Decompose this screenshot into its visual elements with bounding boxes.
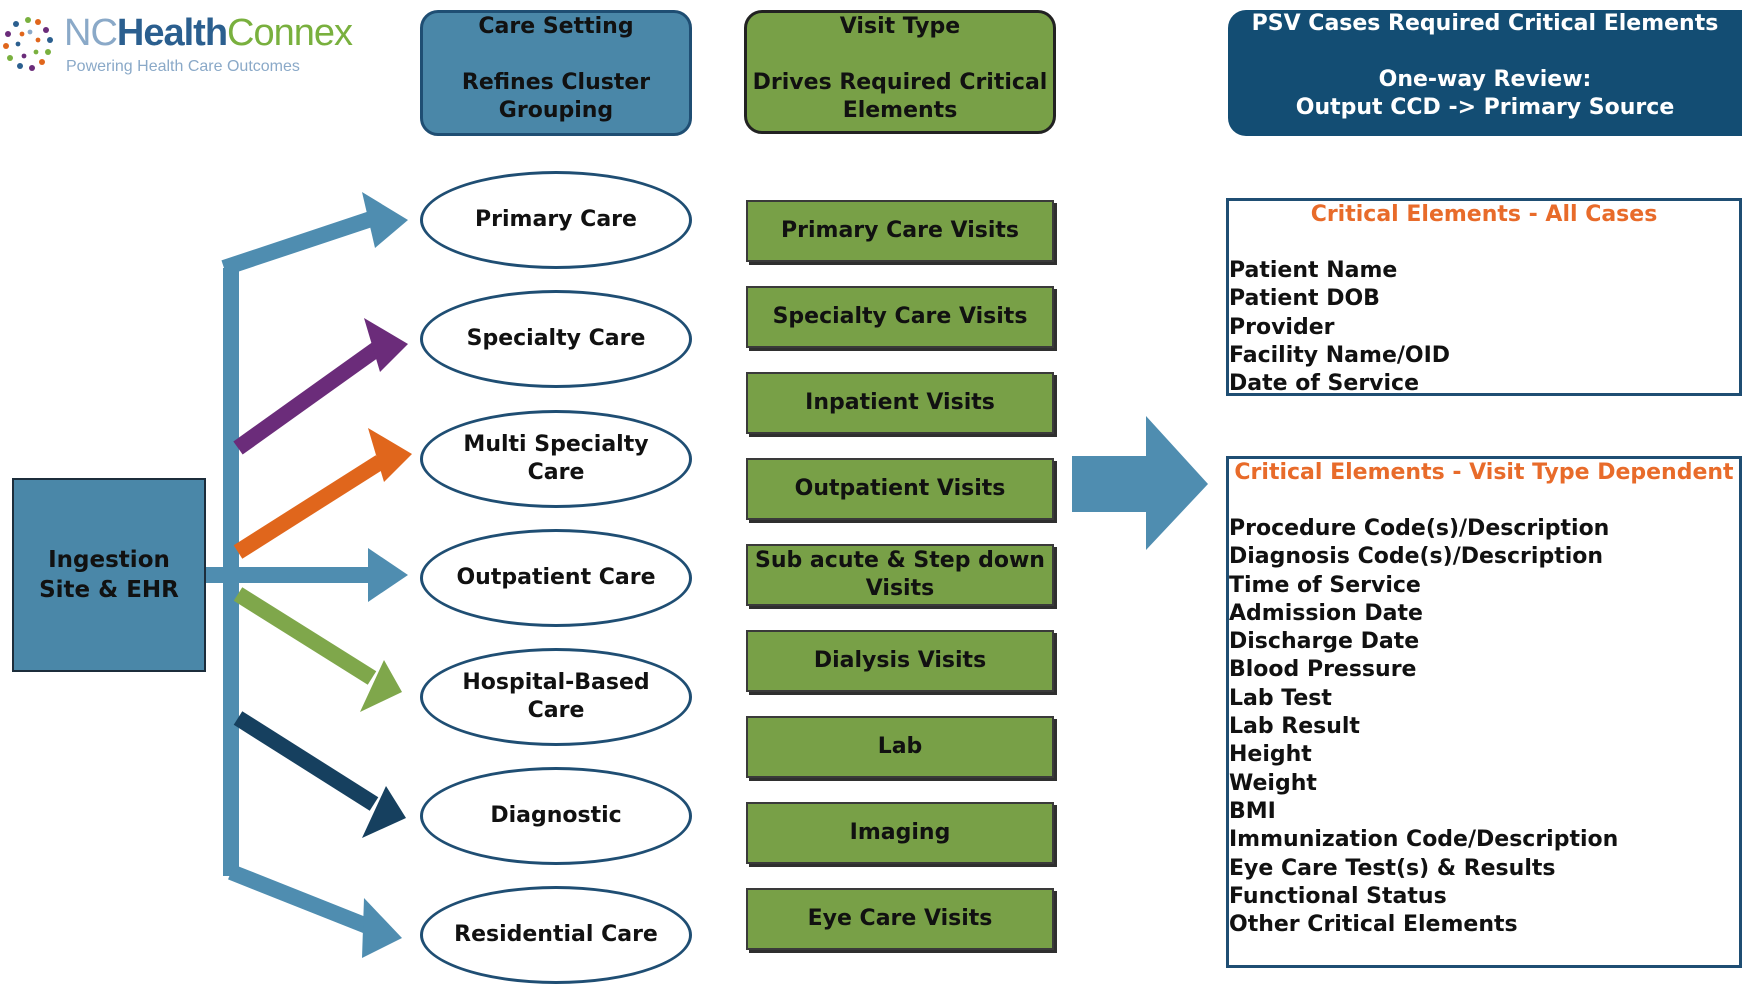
care-setting-multi-specialty: Multi Specialty Care — [420, 410, 692, 508]
arrow-primary-head — [362, 192, 408, 248]
visit-type-inpatient: Inpatient Visits — [746, 372, 1054, 434]
psv-subtitle-line2: Output CCD -> Primary Source — [1295, 95, 1675, 120]
arrow-diagnostic-head — [362, 786, 406, 838]
list-item: Provider — [1229, 314, 1335, 340]
visit-type-subtitle: Drives Required Critical Elements — [752, 70, 1048, 123]
care-setting-primary: Primary Care — [420, 171, 692, 269]
critical-dependent-title: Critical Elements - Visit Type Dependent — [1234, 460, 1734, 485]
arrow-hospital-shaft — [233, 587, 377, 685]
list-item: Diagnosis Code(s)/Description — [1229, 544, 1604, 570]
list-item: Height — [1229, 742, 1312, 768]
visit-type-specialty-care: Specialty Care Visits — [746, 286, 1054, 348]
visit-type-dialysis: Dialysis Visits — [746, 630, 1054, 692]
arrow-specialty-shaft — [233, 341, 383, 455]
list-item: Time of Service — [1229, 572, 1421, 598]
care-setting-outpatient: Outpatient Care — [420, 529, 692, 627]
care-setting-title: Care Setting — [478, 14, 634, 39]
psv-subtitle-line1: One-way Review: — [1378, 67, 1592, 92]
care-setting-diagnostic: Diagnostic — [420, 767, 692, 865]
arrow-outpatient-head — [368, 548, 408, 602]
logo-wordmark: NCHealthConnex — [64, 12, 353, 55]
visit-type-outpatient: Outpatient Visits — [746, 458, 1054, 520]
list-item: Patient Name — [1229, 258, 1398, 283]
list-item: Functional Status — [1229, 883, 1447, 909]
critical-elements-dependent-panel: Critical Elements - Visit Type Dependent… — [1226, 456, 1742, 968]
list-item: Procedure Code(s)/Description — [1229, 516, 1610, 541]
logo-tagline: Powering Health Care Outcomes — [66, 58, 300, 75]
list-item: Immunization Code/Description — [1229, 827, 1619, 853]
list-item: Lab Test — [1229, 685, 1332, 711]
visit-type-header: Visit Type Drives Required Critical Elem… — [744, 10, 1056, 134]
visit-type-primary-care: Primary Care Visits — [746, 200, 1054, 262]
logo-dots-icon — [3, 17, 53, 71]
critical-elements-all-panel: Critical Elements - All Cases Patient Na… — [1226, 198, 1742, 396]
ingestion-site-box: Ingestion Site & EHR — [12, 478, 206, 672]
psv-title: PSV Cases Required Critical Elements — [1251, 11, 1719, 36]
arrow-residential-shaft — [228, 864, 375, 936]
arrow-diagnostic-shaft — [233, 711, 379, 811]
list-item: Blood Pressure — [1229, 657, 1417, 683]
arrow-multi-head — [368, 428, 412, 482]
arrow-hospital-head — [360, 660, 402, 712]
psv-header: PSV Cases Required Critical Elements One… — [1228, 10, 1742, 136]
critical-all-title: Critical Elements - All Cases — [1310, 202, 1658, 227]
list-item: Patient DOB — [1229, 286, 1380, 312]
care-setting-residential: Residential Care — [420, 886, 692, 984]
visit-type-eye-care: Eye Care Visits — [746, 888, 1054, 950]
list-item: Admission Date — [1229, 600, 1423, 626]
logo-health: Health — [116, 12, 228, 54]
care-setting-specialty: Specialty Care — [420, 290, 692, 388]
big-right-arrow — [1072, 416, 1208, 550]
critical-all-list: Patient Name Patient DOB Provider Facili… — [1229, 257, 1739, 398]
arrow-residential-head — [362, 898, 402, 958]
visit-type-imaging: Imaging — [746, 802, 1054, 864]
care-setting-subtitle: Refines Cluster Grouping — [461, 70, 651, 123]
care-setting-header: Care Setting Refines Cluster Grouping — [420, 10, 692, 136]
arrow-primary-shaft — [221, 210, 377, 276]
list-item: Date of Service — [1229, 371, 1420, 397]
arrow-specialty-head — [364, 318, 408, 372]
list-item: BMI — [1229, 798, 1276, 824]
logo-connex: Connex — [227, 12, 353, 54]
list-item: Lab Result — [1229, 714, 1360, 740]
visit-type-sub-acute: Sub acute & Step down Visits — [746, 544, 1054, 606]
visit-type-lab: Lab — [746, 716, 1054, 778]
list-item: Eye Care Test(s) & Results — [1229, 855, 1556, 881]
critical-dependent-list: Procedure Code(s)/Description Diagnosis … — [1229, 515, 1739, 939]
list-item: Weight — [1229, 770, 1317, 796]
arrow-multi-shaft — [233, 455, 385, 559]
care-setting-hospital-based: Hospital-Based Care — [420, 648, 692, 746]
list-item: Other Critical Elements — [1229, 912, 1518, 938]
list-item: Discharge Date — [1229, 629, 1420, 655]
list-item: Facility Name/OID — [1229, 342, 1451, 368]
nc-healthconnex-logo: NCHealthConnex Powering Health Care Outc… — [0, 8, 360, 88]
visit-type-title: Visit Type — [839, 14, 961, 39]
logo-nc: NC — [64, 12, 118, 54]
